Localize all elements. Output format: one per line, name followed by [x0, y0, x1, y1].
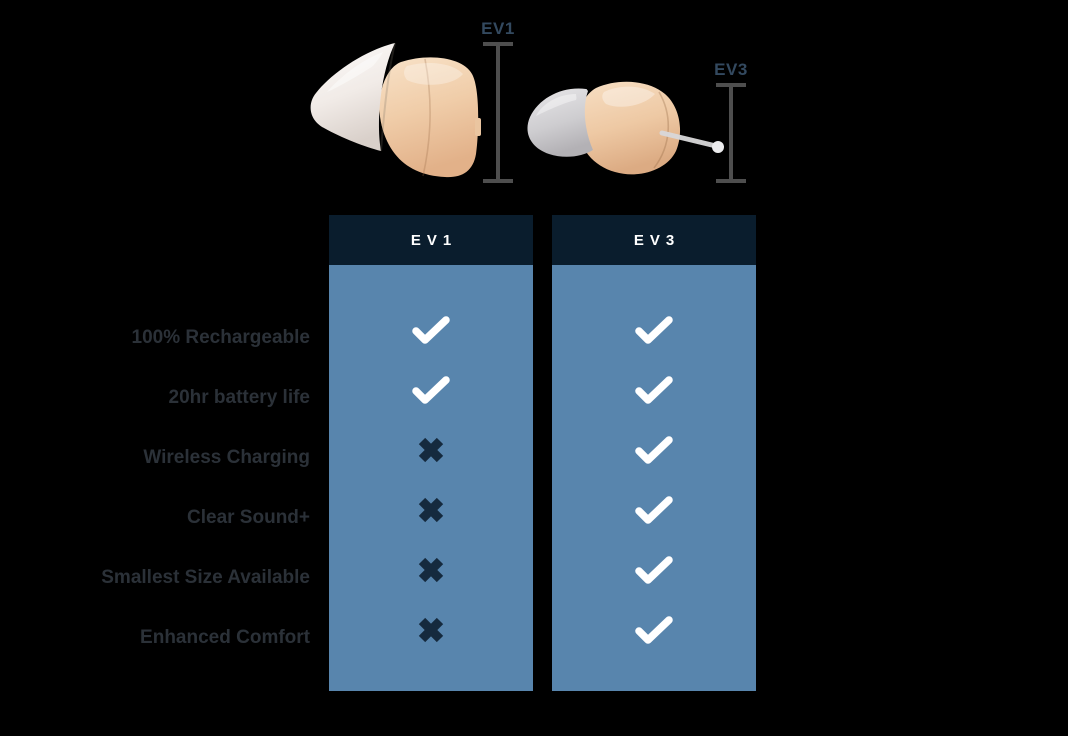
check-icon [635, 556, 673, 584]
feature-label-6: Enhanced Comfort [140, 627, 310, 648]
feature-label-1: 100% Rechargeable [131, 327, 311, 348]
ev1-body-shell [379, 57, 479, 178]
cross-icon [418, 557, 445, 584]
ev1-seam-line [422, 58, 431, 177]
ev3-dimension-marker: EV3 [713, 59, 749, 183]
check-icon [635, 436, 673, 464]
ev3-dimension-bottom-cap [716, 179, 746, 183]
check-icon [635, 616, 673, 644]
feature-label-5: Smallest Size Available [101, 567, 310, 588]
cross-icon [418, 497, 445, 524]
ev1-dimension-label: EV1 [481, 19, 515, 38]
check-icon [635, 316, 673, 344]
ev3-dimension-top-cap [716, 83, 746, 87]
ev1-dimension-line [496, 46, 500, 179]
ev1-dome-rim [380, 42, 396, 152]
ev1-side-tab [475, 118, 481, 136]
check-icon [635, 376, 673, 404]
column-header-ev1: EV1 [329, 215, 533, 265]
feature-label-3: Wireless Charging [143, 447, 310, 468]
column-ev3: EV3 [552, 215, 756, 691]
ev1-dome-highlight [327, 52, 383, 92]
ev3-body-shell [577, 81, 681, 175]
column-ev1: EV1 [329, 215, 533, 691]
ev1-dome-tip [310, 43, 395, 151]
ev3-dome-tip [527, 88, 593, 157]
ev3-removal-string [659, 130, 719, 149]
check-icon [635, 496, 673, 524]
column-header-ev1-label: EV1 [410, 231, 458, 249]
ev1-dimension-marker: EV1 [480, 18, 516, 183]
column-body-ev1 [329, 265, 533, 691]
check-icon [412, 316, 450, 344]
ev3-dome-highlight [536, 94, 577, 116]
ev1-dimension-bottom-cap [483, 179, 513, 183]
ev1-body-highlight [404, 62, 463, 85]
feature-label-4: Clear Sound+ [187, 507, 310, 528]
column-body-ev3 [552, 265, 756, 691]
ev3-string-ball [712, 141, 724, 153]
cross-icon [418, 617, 445, 644]
check-icon [412, 376, 450, 404]
ev3-body-highlight [602, 86, 655, 107]
ev1-dimension-top-cap [483, 42, 513, 46]
column-header-ev3: EV3 [552, 215, 756, 265]
ev3-dimension-line [729, 87, 733, 179]
ev3-hearing-aid-image [527, 81, 724, 175]
column-header-ev3-label: EV3 [633, 231, 681, 249]
cross-icon [418, 437, 445, 464]
feature-label-2: 20hr battery life [168, 387, 311, 408]
ev3-dimension-label: EV3 [714, 60, 748, 79]
ev3-seam-line [653, 91, 669, 169]
ev1-hearing-aid-image [310, 42, 481, 178]
